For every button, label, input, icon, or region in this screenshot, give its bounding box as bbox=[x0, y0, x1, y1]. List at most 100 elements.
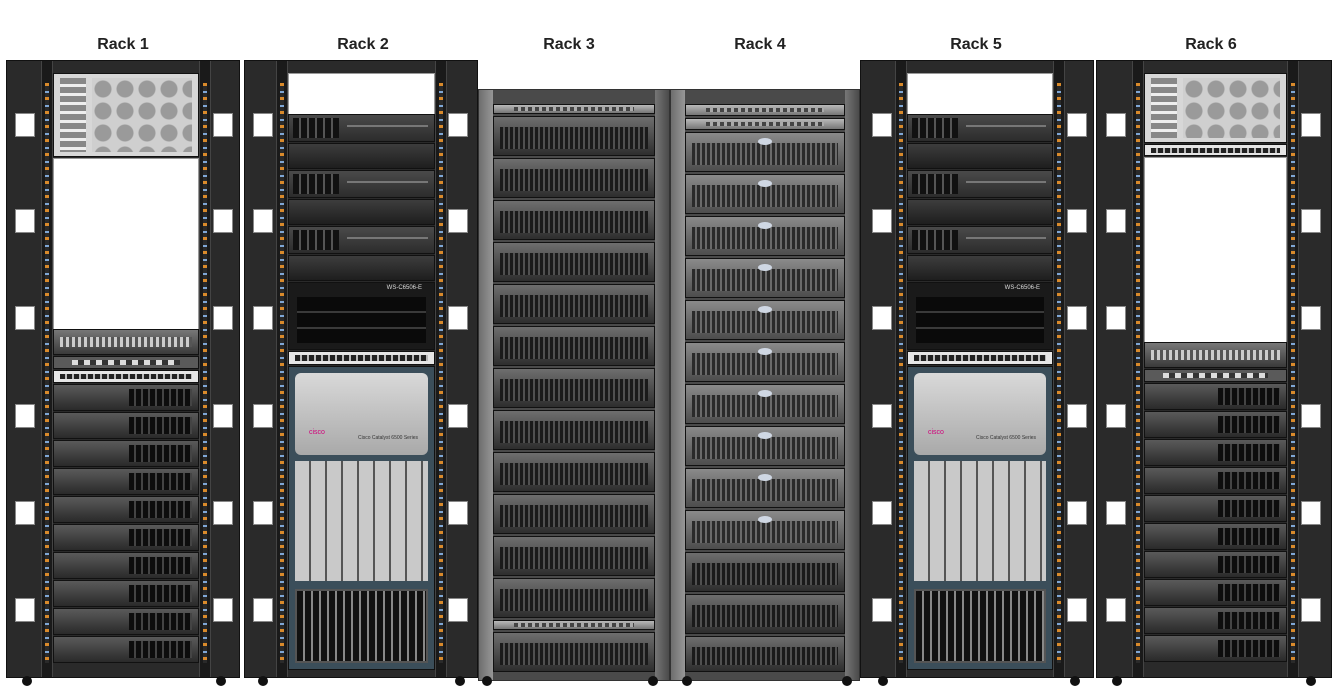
rack-1-server[interactable] bbox=[53, 552, 199, 579]
caster-wheel bbox=[258, 676, 268, 686]
rack-2-storage[interactable] bbox=[288, 143, 435, 169]
rack-3-server[interactable] bbox=[493, 452, 655, 492]
rack-5-storage[interactable] bbox=[907, 255, 1053, 281]
rack-4-server[interactable] bbox=[685, 636, 845, 672]
rack-2-cisco-switch[interactable]: WS-C6506-E bbox=[288, 282, 435, 350]
rack-4-storage-array[interactable] bbox=[685, 468, 845, 508]
rack-4-storage-array[interactable] bbox=[685, 174, 845, 214]
rack-4-storage-array[interactable] bbox=[685, 132, 845, 172]
rack-4-storage-array[interactable] bbox=[685, 384, 845, 424]
rack-5-storage[interactable] bbox=[907, 143, 1053, 169]
rack-5-storage[interactable] bbox=[907, 199, 1053, 225]
rack-6-storage-unit[interactable] bbox=[1144, 342, 1287, 368]
caster-wheel bbox=[682, 676, 692, 686]
rack-3-1u-unit[interactable] bbox=[493, 104, 655, 114]
rack-1-server[interactable] bbox=[53, 608, 199, 635]
rack-3-server[interactable] bbox=[493, 284, 655, 324]
rack-3-1u-unit[interactable] bbox=[493, 620, 655, 630]
rack-5-server[interactable] bbox=[907, 170, 1053, 198]
rack-4-storage-array[interactable] bbox=[685, 510, 845, 550]
rack-3[interactable] bbox=[478, 89, 670, 681]
rack-6-server[interactable] bbox=[1144, 411, 1287, 438]
rack-6-server[interactable] bbox=[1144, 551, 1287, 578]
rack-2-side-hole bbox=[448, 113, 468, 137]
rack-2-cisco-chassis[interactable]: cisco Cisco Catalyst 6500 Series bbox=[288, 366, 435, 670]
rack-3-server[interactable] bbox=[493, 536, 655, 576]
rack-6-server[interactable] bbox=[1144, 495, 1287, 522]
rack-6-server[interactable] bbox=[1144, 579, 1287, 606]
rack-5-side-hole bbox=[872, 404, 892, 428]
rack-5-side-hole bbox=[1067, 598, 1087, 622]
rack-5-cisco-chassis[interactable]: cisco Cisco Catalyst 6500 Series bbox=[907, 366, 1053, 670]
rack-4-storage-array[interactable] bbox=[685, 300, 845, 340]
rack-3-server[interactable] bbox=[493, 116, 655, 156]
rack-6-left-rail bbox=[1132, 61, 1144, 677]
rack-6-side-hole bbox=[1301, 306, 1321, 330]
rack-6-server[interactable] bbox=[1144, 383, 1287, 410]
rack-2-storage[interactable] bbox=[288, 255, 435, 281]
rack-2-server[interactable] bbox=[288, 170, 435, 198]
rack-3-server[interactable] bbox=[493, 494, 655, 534]
rack-3-server[interactable] bbox=[493, 632, 655, 672]
rack-1-server[interactable] bbox=[53, 496, 199, 523]
rack-4[interactable] bbox=[670, 89, 860, 681]
rack-1[interactable] bbox=[6, 60, 240, 678]
rack-2[interactable]: WS-C6506-E cisco Cisco Catalyst 6500 Ser… bbox=[244, 60, 478, 678]
rack-4-1u-server[interactable] bbox=[685, 118, 845, 130]
rack-6-server[interactable] bbox=[1144, 467, 1287, 494]
rack-3-server[interactable] bbox=[493, 326, 655, 366]
rack-5-server[interactable] bbox=[907, 226, 1053, 254]
rack-4-storage-array[interactable] bbox=[685, 342, 845, 382]
rack-1-server[interactable] bbox=[53, 440, 199, 467]
rack-5-cisco-switch[interactable]: WS-C6506-E bbox=[907, 282, 1053, 350]
rack-6-server[interactable] bbox=[1144, 523, 1287, 550]
rack-4-storage-array[interactable] bbox=[685, 426, 845, 466]
rack-6-switch[interactable] bbox=[1144, 144, 1287, 156]
rack-2-server[interactable] bbox=[288, 226, 435, 254]
rack-5-fan-tray bbox=[914, 589, 1046, 663]
rack-6[interactable] bbox=[1096, 60, 1332, 678]
rack-2-server[interactable] bbox=[288, 114, 435, 142]
rack-6-gpu-server[interactable] bbox=[1144, 73, 1287, 143]
rack-1-switch[interactable] bbox=[53, 370, 199, 383]
rack-4-1u-server[interactable] bbox=[685, 104, 845, 116]
rack-3-server[interactable] bbox=[493, 242, 655, 282]
rack-6-side-hole bbox=[1301, 113, 1321, 137]
caster-wheel bbox=[1112, 676, 1122, 686]
rack-5-server[interactable] bbox=[907, 114, 1053, 142]
rack-2-storage[interactable] bbox=[288, 199, 435, 225]
rack-1-side-hole bbox=[213, 113, 233, 137]
rack-1-title: Rack 1 bbox=[97, 36, 149, 53]
rack-4-server[interactable] bbox=[685, 552, 845, 592]
rack-6-side-hole bbox=[1301, 501, 1321, 525]
rack-1-server[interactable] bbox=[53, 580, 199, 607]
rack-1-side-hole bbox=[15, 306, 35, 330]
rack-4-storage-array[interactable] bbox=[685, 258, 845, 298]
rack-5[interactable]: WS-C6506-E cisco Cisco Catalyst 6500 Ser… bbox=[860, 60, 1094, 678]
rack-1-server[interactable] bbox=[53, 412, 199, 439]
rack-6-server[interactable] bbox=[1144, 607, 1287, 634]
rack-5-side-hole bbox=[872, 113, 892, 137]
rack-4-storage-array[interactable] bbox=[685, 216, 845, 256]
rack-4-title: Rack 4 bbox=[734, 36, 786, 53]
rack-1-server[interactable] bbox=[53, 636, 199, 663]
rack-6-side-hole bbox=[1106, 404, 1126, 428]
rack-3-server[interactable] bbox=[493, 200, 655, 240]
rack-4-server[interactable] bbox=[685, 594, 845, 634]
rack-1-server[interactable] bbox=[53, 524, 199, 551]
rack-1-storage-unit[interactable] bbox=[53, 329, 199, 355]
rack-3-server[interactable] bbox=[493, 578, 655, 618]
rack-1-server[interactable] bbox=[53, 384, 199, 411]
rack-6-patch-panel[interactable] bbox=[1144, 369, 1287, 382]
rack-1-server[interactable] bbox=[53, 468, 199, 495]
rack-6-server[interactable] bbox=[1144, 635, 1287, 662]
rack-3-server[interactable] bbox=[493, 368, 655, 408]
rack-5-switch[interactable] bbox=[907, 351, 1053, 365]
rack-6-server[interactable] bbox=[1144, 439, 1287, 466]
rack-2-cisco-model: WS-C6506-E bbox=[386, 285, 422, 291]
rack-3-server[interactable] bbox=[493, 410, 655, 450]
rack-1-patch-panel[interactable] bbox=[53, 356, 199, 369]
rack-2-switch[interactable] bbox=[288, 351, 435, 365]
rack-3-server[interactable] bbox=[493, 158, 655, 198]
rack-1-gpu-server[interactable] bbox=[53, 73, 199, 157]
